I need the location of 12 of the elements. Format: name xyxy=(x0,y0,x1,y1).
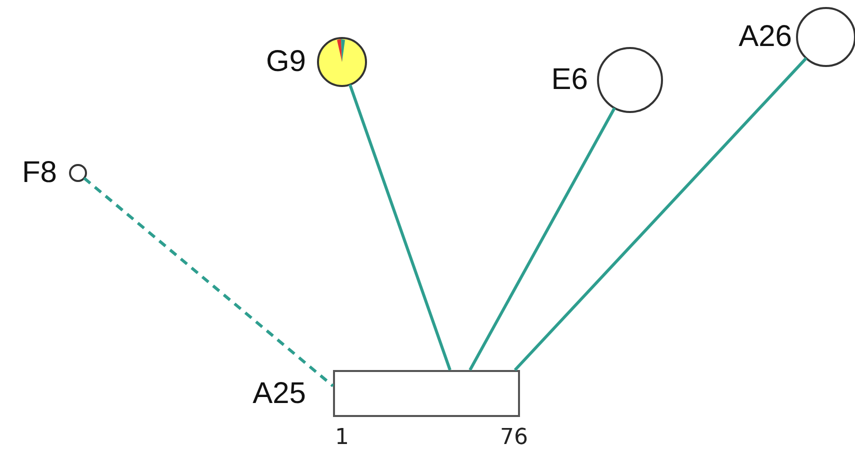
node-label: E6 xyxy=(551,65,588,95)
node-label: A26 xyxy=(738,22,792,52)
sequence-box xyxy=(333,370,520,417)
connector-line xyxy=(348,84,452,370)
connector-line xyxy=(514,57,808,372)
position-label: 76 xyxy=(500,427,528,449)
node-label: F8 xyxy=(22,158,57,188)
connector-line xyxy=(83,176,334,388)
connector-line xyxy=(468,107,616,371)
node-label: G9 xyxy=(266,47,306,77)
position-label: 1 xyxy=(335,427,349,449)
node-label: A25 xyxy=(252,378,306,408)
